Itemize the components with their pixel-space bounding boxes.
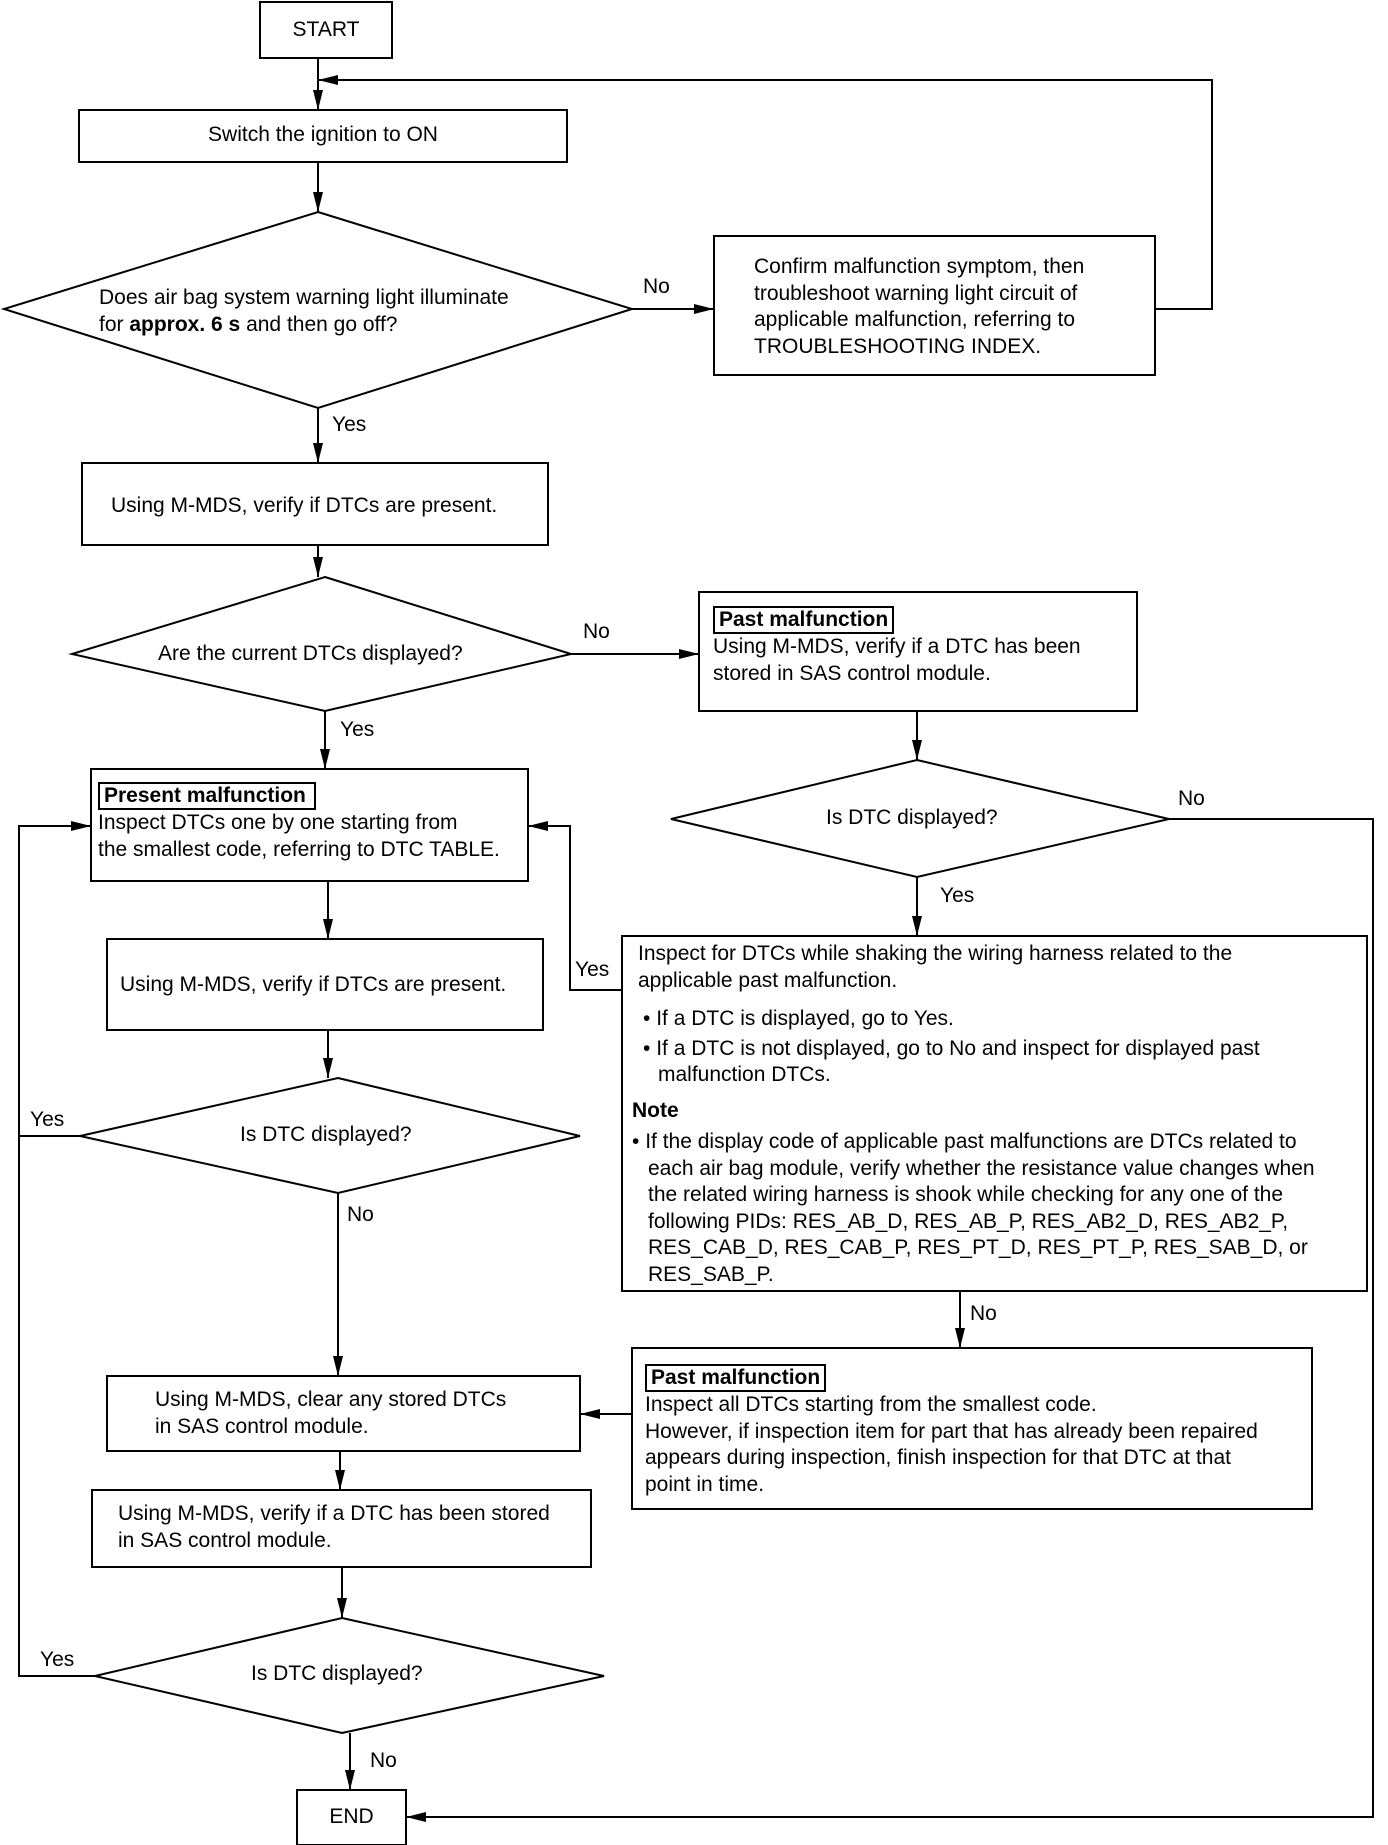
warning-light-question: Does air bag system warning light illumi… bbox=[99, 285, 509, 338]
shake-bullet-1: • If a DTC is displayed, go to Yes. bbox=[643, 1007, 954, 1030]
past-inspect-all-line: point in time. bbox=[645, 1472, 765, 1496]
arrow-right-decision-no bbox=[406, 818, 1374, 1822]
note-line: RES_SAB_P. bbox=[648, 1262, 774, 1286]
ignition-box bbox=[78, 109, 568, 163]
dtc-displayed-bottom-decision bbox=[94, 1616, 605, 1735]
present-inspect-line: Inspect DTCs one by one starting from bbox=[98, 811, 458, 834]
note-line: each air bag module, verify whether the … bbox=[648, 1156, 1315, 1180]
shake-inspect-text: Inspect for DTCs while shaking the wirin… bbox=[638, 941, 1232, 994]
verify-dtcs-1-label: Using M-MDS, verify if DTCs are present. bbox=[111, 494, 498, 517]
end-label: END bbox=[329, 1805, 374, 1828]
past-stored-text: Past malfunction Using M-MDS, verify if … bbox=[713, 606, 1081, 687]
label-no-shake: No bbox=[970, 1302, 997, 1325]
verify-dtcs-2-box bbox=[106, 938, 544, 1031]
dtc-displayed-bottom-question: Is DTC displayed? bbox=[251, 1662, 423, 1685]
dtc-displayed-right-question: Is DTC displayed? bbox=[826, 806, 998, 829]
note-title: Note bbox=[632, 1099, 679, 1122]
present-inspect-line: the smallest code, referring to DTC TABL… bbox=[98, 837, 500, 861]
note-text: • If the display code of applicable past… bbox=[632, 1129, 1315, 1288]
label-no-warning: No bbox=[643, 275, 670, 298]
verify-stored-line: Using M-MDS, verify if a DTC has been st… bbox=[118, 1502, 550, 1525]
troubleshoot-line: applicable malfunction, referring to bbox=[754, 308, 1076, 331]
start-box bbox=[259, 1, 393, 59]
label-yes-shake: Yes bbox=[575, 958, 610, 981]
clear-dtcs-line: in SAS control module. bbox=[155, 1414, 369, 1438]
warning-light-bold: approx. 6 s bbox=[129, 312, 241, 336]
shake-bullet-2: • If a DTC is not displayed, go to No an… bbox=[643, 1036, 1260, 1060]
past-inspect-all-line: appears during inspection, finish inspec… bbox=[645, 1446, 1231, 1469]
present-malfunction-tag: Present malfunction bbox=[98, 782, 316, 810]
warning-light-line1: Does air bag system warning light illumi… bbox=[99, 286, 509, 309]
current-dtcs-question: Are the current DTCs displayed? bbox=[158, 642, 463, 665]
shake-bullet-list: • If a DTC is displayed, go to Yes. • If… bbox=[643, 1006, 1260, 1089]
arrow-shake-yes bbox=[528, 821, 622, 991]
note-line: RES_CAB_D, RES_CAB_P, RES_PT_D, RES_PT_P… bbox=[648, 1236, 1308, 1259]
arrow-loop-troubleshoot bbox=[318, 75, 1213, 310]
troubleshoot-text: Confirm malfunction symptom, then troubl… bbox=[754, 254, 1084, 360]
label-no-current: No bbox=[583, 620, 610, 643]
note-line: • If the display code of applicable past… bbox=[632, 1130, 1297, 1153]
verify-dtcs-2-label: Using M-MDS, verify if DTCs are present. bbox=[120, 973, 507, 996]
past-malfunction-tag: Past malfunction bbox=[713, 606, 895, 634]
shake-bullet-text: If a DTC is displayed, go to Yes. bbox=[656, 1007, 954, 1030]
verify-dtcs-1-box bbox=[81, 462, 549, 546]
warning-light-post: and then go off? bbox=[240, 312, 398, 336]
label-yes-right-decision: Yes bbox=[940, 884, 975, 907]
start-label: START bbox=[292, 18, 360, 41]
label-no-left-decision: No bbox=[347, 1203, 374, 1226]
shake-inspect-line: applicable past malfunction. bbox=[638, 968, 898, 992]
shake-bullet-text: malfunction DTCs. bbox=[658, 1063, 831, 1086]
clear-dtcs-text: Using M-MDS, clear any stored DTCs in SA… bbox=[155, 1387, 506, 1440]
warning-light-pre: for bbox=[99, 312, 130, 336]
label-no-bottom-decision: No bbox=[370, 1749, 397, 1772]
clear-dtcs-line: Using M-MDS, clear any stored DTCs bbox=[155, 1388, 507, 1411]
troubleshoot-line: troubleshoot warning light circuit of bbox=[754, 281, 1078, 305]
label-yes-bottom-decision: Yes bbox=[40, 1648, 75, 1671]
troubleshoot-box bbox=[713, 235, 1156, 376]
verify-stored-line: in SAS control module. bbox=[118, 1528, 332, 1552]
note-line-text: If the display code of applicable past m… bbox=[645, 1130, 1297, 1153]
present-inspect-text: Present malfunction Inspect DTCs one by … bbox=[98, 782, 500, 863]
troubleshoot-line: TROUBLESHOOTING INDEX. bbox=[754, 334, 1042, 358]
shake-bullet-text: If a DTC is not displayed, go to No and … bbox=[656, 1036, 1260, 1060]
past-inspect-all-line: Inspect all DTCs starting from the small… bbox=[645, 1393, 1097, 1416]
note-line: the related wiring harness is shook whil… bbox=[648, 1183, 1284, 1206]
arrow-left-decision-yes bbox=[18, 821, 91, 1137]
shake-inspect-line: Inspect for DTCs while shaking the wirin… bbox=[638, 942, 1233, 965]
past-inspect-all-text: Past malfunction Inspect all DTCs starti… bbox=[645, 1364, 1258, 1498]
label-yes-current: Yes bbox=[340, 718, 375, 741]
verify-stored-text: Using M-MDS, verify if a DTC has been st… bbox=[118, 1501, 550, 1554]
label-no-right-decision: No bbox=[1178, 787, 1205, 810]
warning-light-line2: for approx. 6 s and then go off? bbox=[99, 312, 509, 339]
shake-inspect-box bbox=[621, 935, 1368, 1292]
label-yes-left-decision: Yes bbox=[30, 1108, 65, 1131]
past-stored-line: Using M-MDS, verify if a DTC has been bbox=[713, 635, 1081, 658]
dtc-displayed-left-question: Is DTC displayed? bbox=[240, 1123, 412, 1146]
past-inspect-all-line: However, if inspection item for part tha… bbox=[645, 1419, 1258, 1443]
ignition-label: Switch the ignition to ON bbox=[208, 123, 438, 146]
label-yes-warning: Yes bbox=[332, 413, 367, 436]
past-stored-line: stored in SAS control module. bbox=[713, 661, 991, 685]
arrow-bottom-decision-yes bbox=[18, 1136, 95, 1677]
past-inspect-all-box bbox=[631, 1347, 1313, 1510]
troubleshoot-line: Confirm malfunction symptom, then bbox=[754, 255, 1085, 278]
note-line: following PIDs: RES_AB_D, RES_AB_P, RES_… bbox=[648, 1209, 1289, 1233]
past-malfunction-tag: Past malfunction bbox=[645, 1364, 827, 1392]
